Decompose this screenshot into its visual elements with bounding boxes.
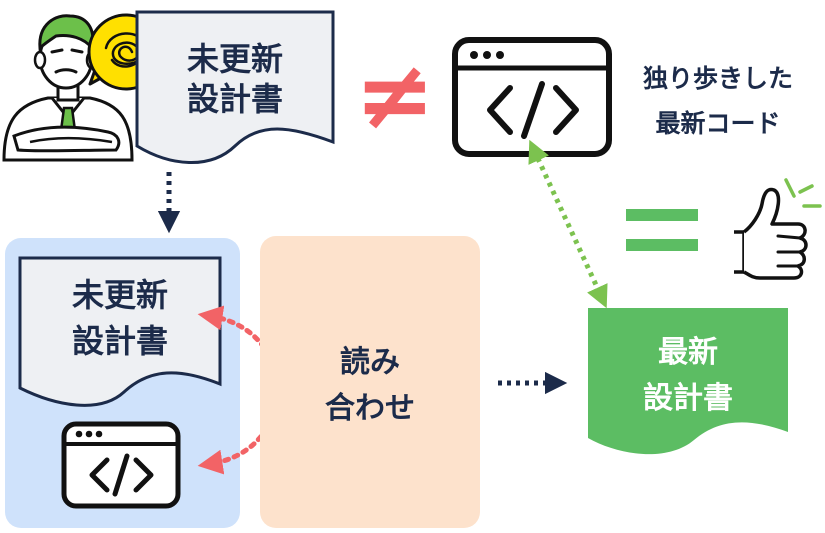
new-doc-line1: 最新: [658, 335, 718, 370]
review-panel: [260, 236, 480, 528]
review-line2: 合わせ: [325, 391, 415, 426]
code-window-icon: [452, 37, 612, 157]
review-line1: 読み: [340, 345, 400, 380]
thumbs-up-icon: [734, 178, 822, 280]
left-doc-line1: 未更新: [72, 276, 168, 314]
code-window-icon: [61, 421, 181, 509]
new-design-doc: 最新 設計書: [588, 308, 788, 455]
rogue-code-line2: 最新コード: [655, 109, 780, 138]
equal-symbol: [626, 209, 698, 251]
not-equal-symbol: ≠: [355, 39, 435, 151]
left-doc-line2: 設計書: [72, 322, 168, 360]
sync-arrow: [528, 139, 608, 309]
top-doc-line1: 未更新: [187, 40, 283, 78]
new-doc-line2: 設計書: [643, 381, 733, 416]
top-outdated-design-doc: 未更新 設計書: [135, 10, 335, 164]
rogue-code-line1: 独り歩きした: [643, 64, 793, 93]
top-doc-line2: 設計書: [187, 80, 283, 118]
